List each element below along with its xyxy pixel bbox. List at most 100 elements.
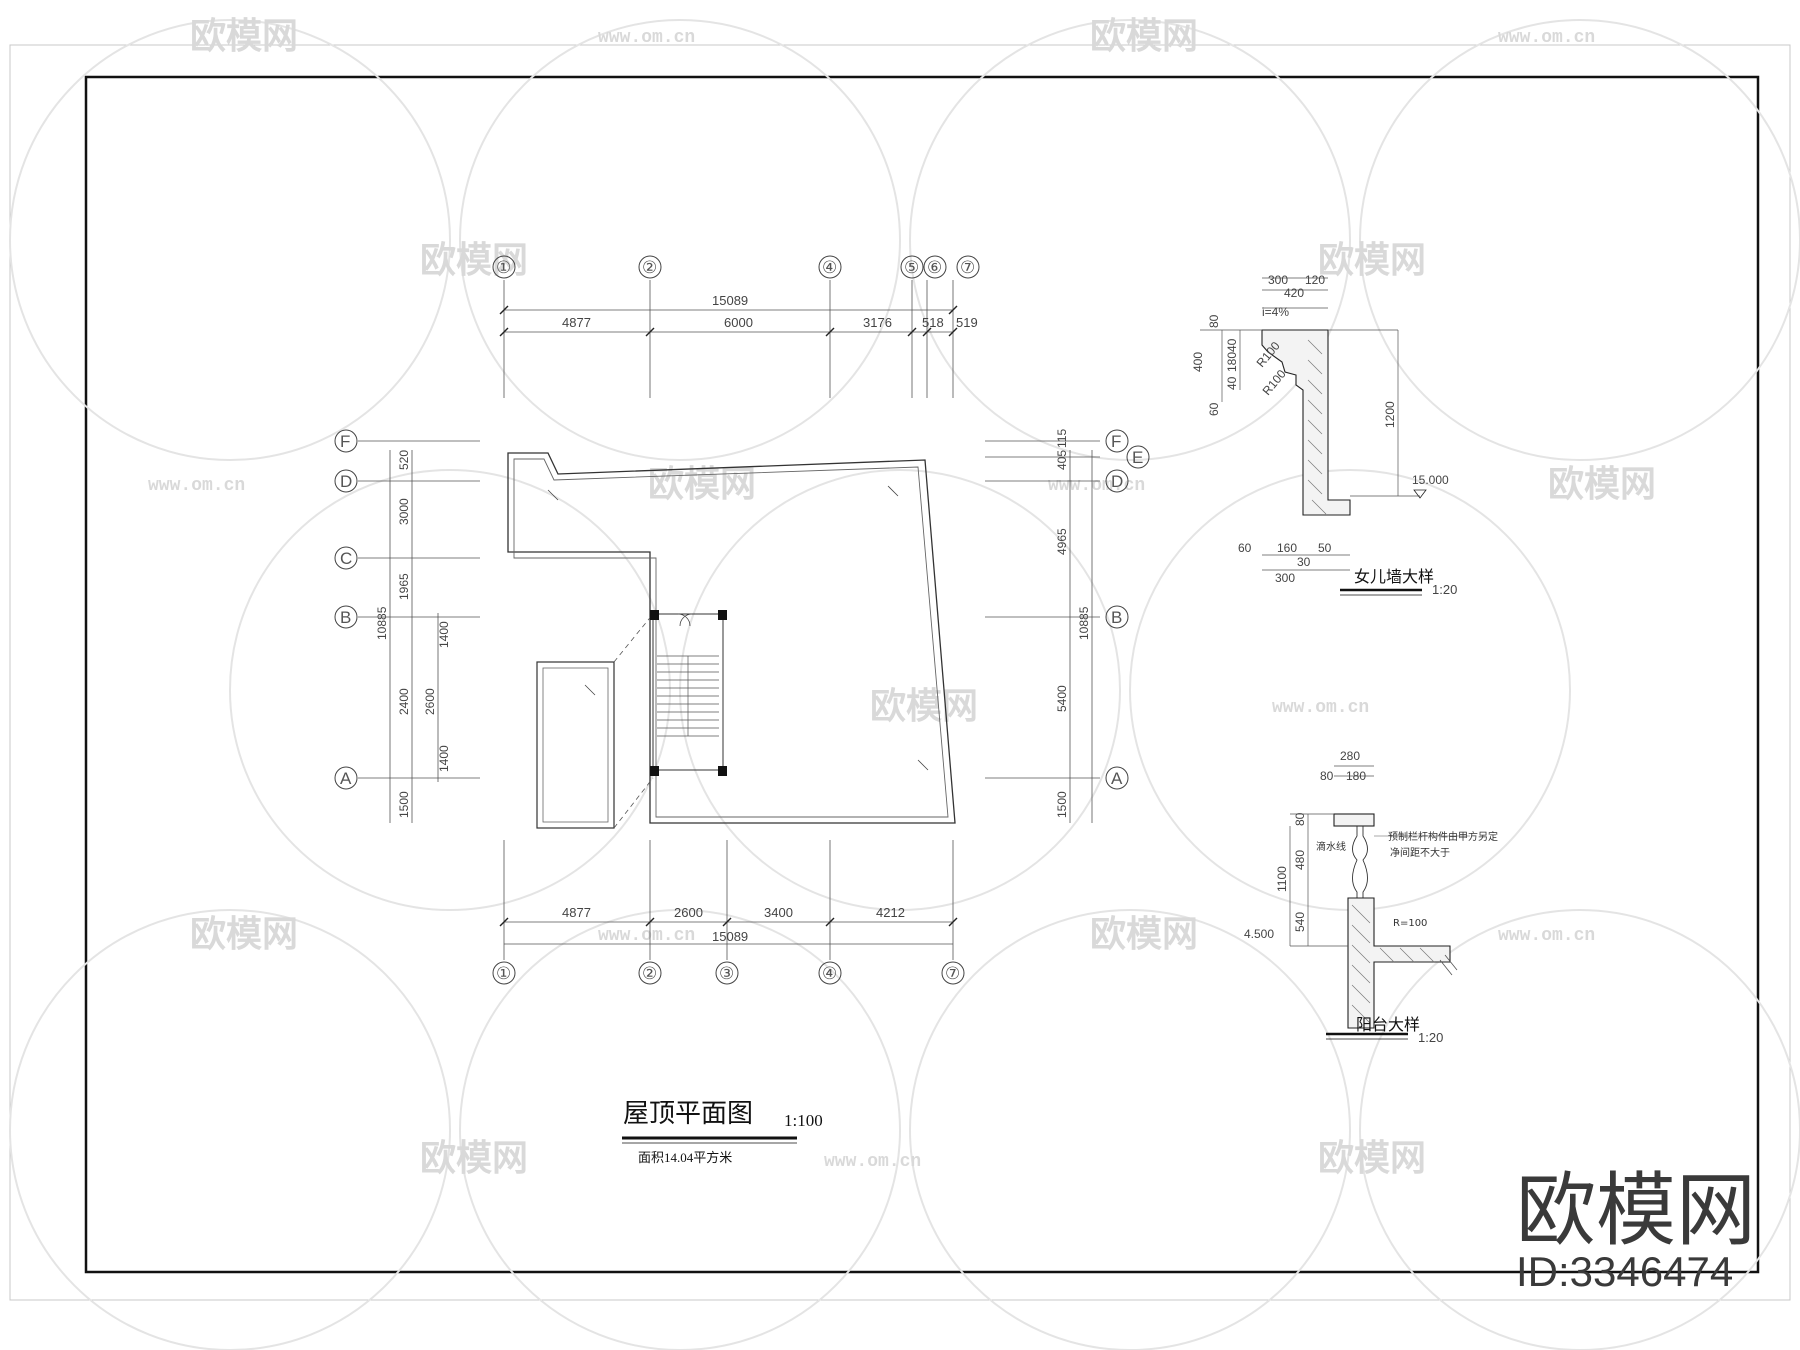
parapet-hatch — [1307, 339, 1327, 515]
top-axis-7: ⑦ — [960, 258, 975, 277]
watermark-brand: 欧模网 — [420, 240, 528, 281]
watermark-brand: 欧模网 — [1318, 240, 1426, 281]
parapet-elevation: 15.000 — [1412, 473, 1449, 487]
left-dim: 1400 — [437, 621, 451, 648]
sheet-frame — [84, 75, 1760, 1274]
parapet-section — [1261, 329, 1351, 516]
parapet-dim: 160 — [1277, 541, 1297, 555]
roof-plan — [334, 255, 1150, 985]
right-dim: 5400 — [1055, 685, 1069, 712]
bottom-axis-3: ③ — [719, 964, 734, 983]
parapet-dim: 40 — [1225, 376, 1239, 390]
bottom-axis-bubbles — [492, 961, 965, 985]
roof-plan-axis-labels: ① ② ④ ⑤ ⑥ ⑦ ① ② ③ ④ ⑦ F D C B A F E D B … — [340, 258, 1143, 983]
dim-ticks — [499, 305, 958, 927]
left-dim: 520 — [397, 450, 411, 470]
brand-logo-text: 欧模网 — [1516, 1164, 1756, 1257]
watermark-url: www.om.cn — [148, 476, 245, 496]
right-axis-D: D — [1111, 472, 1123, 491]
right-axis-F: F — [1111, 432, 1121, 451]
left-axis-B: B — [340, 608, 351, 627]
parapet-scale: 1:20 — [1432, 582, 1457, 597]
roof-plan-area-note: 面积14.04平方米 — [638, 1150, 732, 1165]
balcony-dim: 80 — [1320, 769, 1334, 783]
parapet-dim: 420 — [1284, 286, 1304, 300]
right-dim: 1500 — [1055, 791, 1069, 818]
watermark-url: www.om.cn — [1048, 476, 1145, 496]
balcony-note: 预制栏杆构件由甲方另定 — [1388, 830, 1498, 843]
roof-plan-title: 屋顶平面图 — [623, 1099, 753, 1128]
stair-treads — [657, 655, 719, 737]
top-axis-lines — [503, 280, 954, 398]
top-axis-bubbles — [492, 255, 980, 279]
watermark-brand: 欧模网 — [1090, 914, 1198, 955]
right-axis-E: E — [1132, 448, 1143, 467]
balcony-handrail — [1333, 813, 1375, 827]
left-axis-lines — [358, 440, 480, 823]
balcony-dim: 1100 — [1275, 866, 1289, 892]
parapet-dim: 180 — [1225, 352, 1239, 372]
left-dim: 10885 — [375, 606, 389, 640]
right-dim: 10885 — [1077, 606, 1091, 640]
watermark-texts: 欧模网 www.om.cn 欧模网 www.om.cn 欧模网 欧模网 www.… — [148, 16, 1656, 1179]
top-dim: 519 — [956, 315, 978, 330]
top-axis-2: ② — [642, 258, 657, 277]
parapet-detail — [1200, 277, 1427, 596]
roof-plan-dimensions: 15089 4877 6000 3176 518 519 4877 2600 3… — [375, 293, 1091, 944]
parapet-dim: 30 — [1297, 555, 1311, 569]
roof-block-inner — [542, 667, 609, 823]
watermark-url: www.om.cn — [1498, 926, 1595, 946]
roof-plan-title-block: 屋顶平面图 1:100 面积14.04平方米 — [622, 1099, 823, 1165]
top-dim: 3176 — [863, 315, 892, 330]
watermark-brand: 欧模网 — [1548, 464, 1656, 505]
roof-outline — [507, 452, 956, 824]
parapet-dim: 400 — [1191, 352, 1205, 372]
parapet-dim: 1200 — [1383, 401, 1397, 428]
bottom-dim: 3400 — [764, 905, 793, 920]
stair-columns — [650, 610, 727, 776]
roof-block — [536, 661, 615, 829]
top-axis-6: ⑥ — [927, 258, 942, 277]
left-dim: 1400 — [437, 745, 451, 772]
top-total-dim: 15089 — [712, 293, 748, 308]
left-dim: 2600 — [423, 688, 437, 715]
right-axis-A: A — [1111, 769, 1123, 788]
balcony-scale: 1:20 — [1418, 1030, 1443, 1045]
top-axis-4: ④ — [822, 258, 837, 277]
right-axis-bubbles — [1105, 429, 1150, 790]
slope-arrows — [547, 485, 929, 771]
balcony-dim: 540 — [1293, 912, 1307, 932]
top-dim: 6000 — [724, 315, 753, 330]
watermark-url: www.om.cn — [824, 1152, 921, 1172]
balcony-hatch — [1351, 904, 1435, 1024]
watermark-brand: 欧模网 — [190, 16, 298, 57]
watermark-brand: 欧模网 — [648, 464, 756, 505]
top-axis-1: ① — [496, 258, 511, 277]
parapet-dim: 50 — [1318, 541, 1332, 555]
parapet-dim: 120 — [1305, 273, 1325, 287]
left-axis-bubbles — [334, 429, 358, 790]
roof-outline-inner — [513, 458, 949, 818]
stairwell — [652, 613, 724, 771]
watermark-brand: 欧模网 — [1318, 1138, 1426, 1179]
parapet-dim: 80 — [1207, 314, 1221, 328]
watermark-url: www.om.cn — [1498, 28, 1595, 48]
top-dim: 518 — [922, 315, 944, 330]
balcony-title: 阳台大样 — [1356, 1016, 1420, 1034]
bottom-axis-4: ④ — [822, 964, 837, 983]
top-dim: 4877 — [562, 315, 591, 330]
door-swing — [677, 613, 693, 627]
balcony-detail — [1289, 765, 1470, 1040]
left-axis-C: C — [340, 549, 352, 568]
bottom-axis-lines — [503, 840, 954, 960]
watermark-brand: 欧模网 — [1090, 16, 1198, 57]
parapet-title: 女儿墙大样 — [1354, 567, 1434, 586]
balcony-note: 净间距不大于 — [1390, 846, 1450, 859]
right-dim: 405 — [1055, 450, 1069, 470]
watermark-url: www.om.cn — [1272, 698, 1369, 718]
bottom-dim: 2600 — [674, 905, 703, 920]
balcony-dim: 180 — [1346, 769, 1366, 783]
watermark-url: www.om.cn — [598, 926, 695, 946]
left-axis-D: D — [340, 472, 352, 491]
